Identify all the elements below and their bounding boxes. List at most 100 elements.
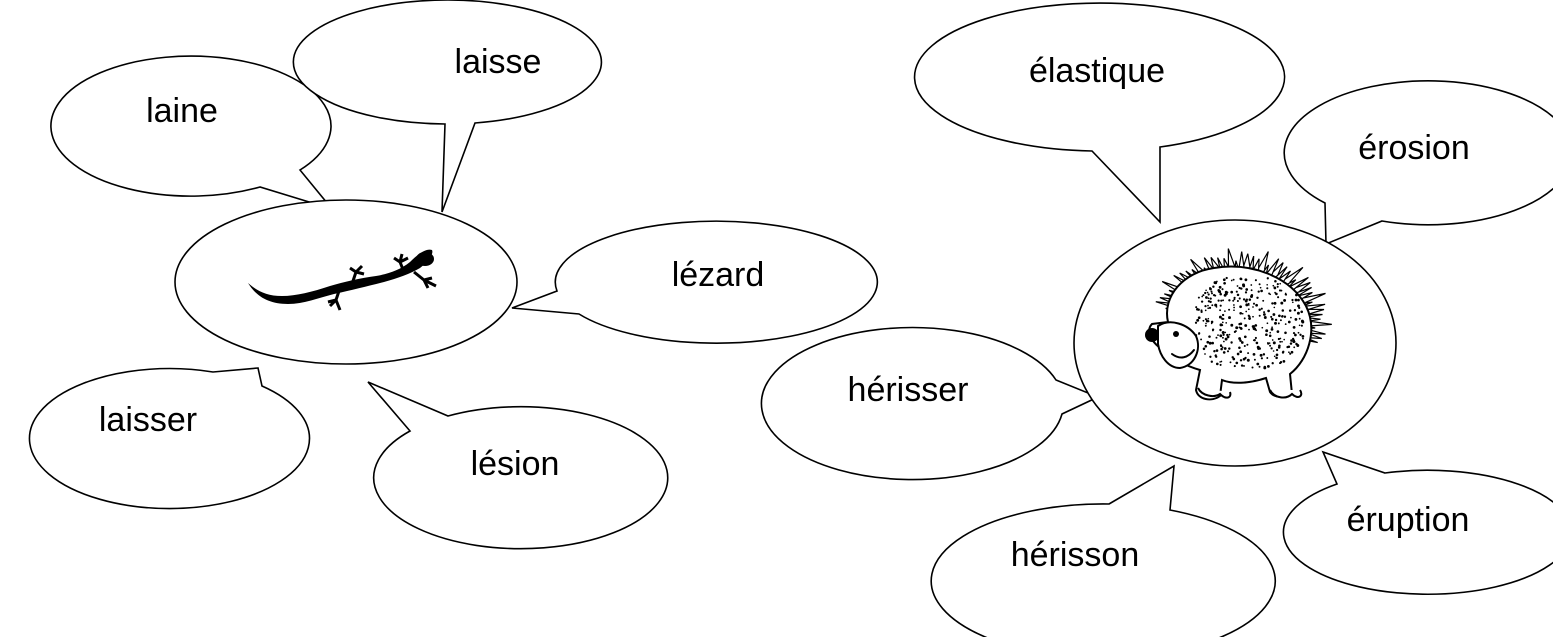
hedgehog-stipple-dot [1224,337,1228,341]
hedgehog-stipple-dot [1272,284,1275,287]
hedgehog-stipple-dot [1278,289,1282,292]
hedgehog-stipple-dot [1225,322,1228,324]
hedgehog-stipple-dot [1244,291,1248,294]
hedgehog-stipple-dot [1223,293,1227,297]
hedgehog-stipple-dot [1258,308,1261,311]
hedgehog-stipple-dot [1213,350,1216,353]
hedgehog-icon [1145,248,1332,401]
hedgehog-stipple-dot [1221,346,1224,349]
hedgehog-stipple-dot [1286,345,1289,349]
hedgehog-stipple-dot [1277,346,1281,349]
hedgehog-stipple-dot [1250,284,1253,286]
hedgehog-stipple-dot [1239,305,1242,309]
hedgehog-stipple-dot [1292,332,1296,335]
hedgehog-stipple-dot [1202,319,1205,322]
hedgehog-stipple-dot [1262,299,1265,302]
hedgehog-stipple-dot [1246,343,1249,346]
hedgehog-stipple-dot [1257,290,1260,293]
hedgehog-stipple-dot [1211,341,1214,345]
hedgehog-stipple-dot [1272,350,1275,352]
word-bubble-laisse: laisse [292,0,603,213]
hedgehog-stipple-dot [1298,324,1301,327]
hedgehog-stipple-dot [1239,359,1243,362]
hedgehog-stipple-dot [1233,365,1236,368]
hedgehog-stipple-dot [1281,315,1284,318]
hedgehog-stipple-dot [1218,285,1222,289]
word-bubble-erosion: érosion [1283,80,1553,246]
hedgehog-stipple-dot [1202,347,1206,351]
hedgehog-stipple-dot [1271,302,1274,305]
hedgehog-stipple-dot [1277,337,1281,341]
hedgehog-stipple-dot [1232,299,1235,302]
hedgehog-stipple-dot [1266,284,1268,286]
hedgehog-stipple-dot [1296,311,1300,315]
hedgehog-stipple-dot [1222,334,1225,336]
hedgehog-stipple-dot [1273,306,1276,309]
hedgehog-stipple-dot [1219,304,1222,307]
hedgehog-stipple-dot [1206,291,1209,294]
hedgehog-stipple-dot [1233,304,1235,306]
hedgehog-stipple-dot [1215,349,1219,352]
word-laisse: laisse [455,43,542,81]
hedgehog-stipple-dot [1209,300,1212,304]
hedgehog-stipple-dot [1222,278,1226,282]
hedgehog-stipple-dot [1242,298,1246,301]
word-bubble-herisson: hérisson [930,464,1276,637]
word-lezard: lézard [672,256,765,294]
hedgehog-stipple-dot [1216,280,1218,283]
hedgehog-stipple-dot [1293,346,1296,349]
hedgehog-stipple-dot [1263,313,1266,316]
hedgehog-stipple-dot [1205,296,1208,299]
hedgehog-stipple-dot [1290,316,1292,319]
hedgehog-stipple-dot [1207,307,1210,310]
hedgehog-stipple-dot [1259,353,1263,357]
hedgehog-stipple-dot [1260,289,1263,293]
hedgehog-stipple-dot [1268,334,1272,338]
lizard-icon [248,249,437,311]
hedgehog-stipple-dot [1215,306,1218,308]
hedgehog-stipple-dot [1198,333,1200,335]
hedgehog-stipple-dot [1217,299,1220,302]
hedgehog-stipple-dot [1279,282,1282,285]
hedgehog-stipple-dot [1299,333,1302,336]
word-bubble-herisser: hérisser [760,326,1100,481]
hedgehog-stipple-dot [1226,335,1230,338]
hedgehog-stipple-dot [1235,361,1239,365]
word-bubble-elastique: élastique [913,2,1286,224]
hedgehog-stipple-dot [1214,294,1217,297]
hedgehog-stipple-dot [1240,364,1244,367]
hedgehog-stipple-dot [1228,308,1231,311]
hedgehog-stipple-dot [1275,292,1278,296]
hedgehog-stipple-dot [1209,355,1212,358]
hedgehog-stipple-dot [1270,347,1273,350]
hedgehog-stipple-dot [1259,286,1262,289]
hedgehog-stipple-dot [1228,316,1231,320]
hedgehog-stipple-dot [1221,324,1224,327]
hedgehog-stipple-dot [1276,330,1280,333]
hedgehog-stipple-dot [1228,333,1231,336]
hedgehog-stipple-dot [1261,326,1264,329]
hedgehog-stipple-dot [1232,357,1236,361]
hedgehog-stipple-dot [1218,290,1221,293]
hedgehog-stipple-dot [1263,316,1267,319]
hedgehog-stipple-dot [1215,362,1219,366]
hedgehog-stipple-dot [1288,351,1290,354]
hedgehog-stipple-dot [1244,299,1248,303]
hedgehog-stipple-dot [1297,298,1300,302]
hedgehog-stipple-dot [1273,355,1276,358]
hedgehog-stipple-dot [1265,329,1269,333]
hedgehog-stipple-dot [1204,324,1207,327]
hedgehog-stipple-dot [1279,362,1282,365]
hedgehog-stipple-dot [1211,304,1214,307]
hedgehog-stipple-dot [1291,298,1294,302]
hedgehog-stipple-dot [1241,312,1244,315]
hedgehog-stipple-dot [1205,289,1207,292]
hedgehog-stipple-dot [1233,298,1236,301]
hedgehog-stipple-dot [1271,339,1274,341]
hedgehog-stipple-dot [1214,303,1218,307]
hedgehog-stipple-dot [1228,299,1231,302]
hedgehog-stipple-dot [1248,328,1250,331]
hedgehog-stipple-dot [1211,329,1214,332]
hedgehog-stipple-dot [1281,351,1285,354]
hedgehog-stipple-dot [1233,306,1236,309]
